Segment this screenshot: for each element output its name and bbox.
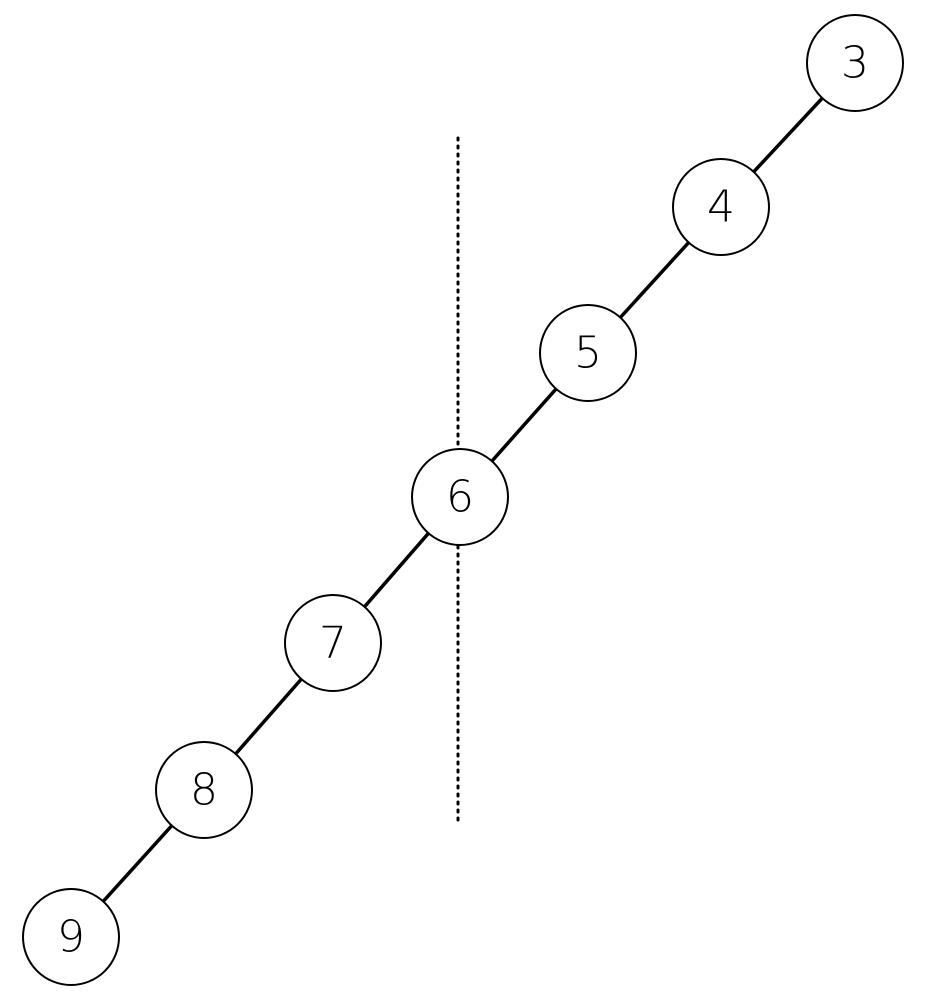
node-circle	[22, 888, 120, 986]
node-4: 4	[672, 158, 770, 256]
node-circle	[806, 14, 904, 112]
node-label: 8	[190, 765, 218, 816]
nodes-layer: 3 4 5 6 7 8 9	[22, 14, 904, 986]
node-8: 8	[155, 741, 253, 839]
node-9: 9	[22, 888, 120, 986]
node-7: 7	[284, 594, 382, 692]
node-label: 9	[57, 912, 85, 963]
node-circle	[672, 158, 770, 256]
node-label: 3	[841, 38, 869, 89]
node-3: 3	[806, 14, 904, 112]
node-label: 5	[574, 328, 602, 379]
node-label: 4	[707, 182, 735, 233]
node-circle	[284, 594, 382, 692]
node-5: 5	[539, 304, 637, 402]
node-6: 6	[411, 448, 509, 546]
node-label: 7	[319, 618, 347, 669]
node-circle	[155, 741, 253, 839]
node-circle	[539, 304, 637, 402]
node-label: 6	[446, 472, 474, 523]
node-circle	[411, 448, 509, 546]
